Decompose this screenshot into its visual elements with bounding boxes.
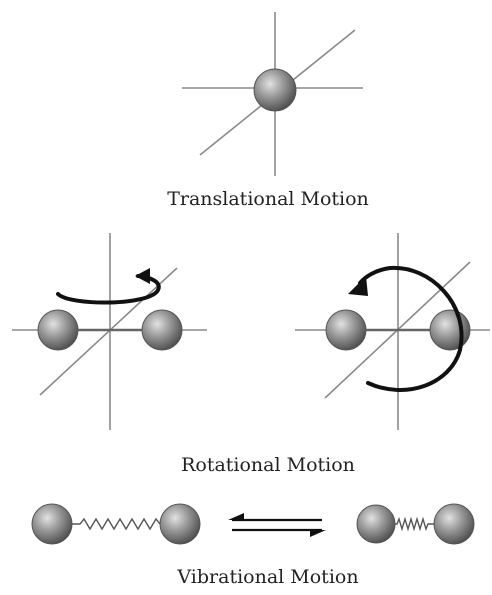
- translational-caption: Translational Motion: [167, 188, 369, 210]
- rotation-arrow-icon: [56, 274, 161, 305]
- rotational-caption: Rotational Motion: [181, 454, 355, 476]
- atom-sphere-left: [31, 503, 73, 545]
- spring-compressed: [392, 516, 434, 532]
- rotation-arrow-icon: [358, 265, 464, 392]
- arrowhead-icon: [135, 268, 150, 284]
- rotational-panel-left: [12, 233, 207, 430]
- equilibrium-arrows-icon: [228, 513, 326, 537]
- translational-panel: [182, 12, 363, 176]
- atom-sphere-right: [159, 503, 201, 545]
- atom-sphere-left: [356, 504, 396, 544]
- atom-sphere-left: [325, 309, 367, 351]
- atom-sphere: [253, 68, 297, 112]
- rotational-panel-right: [295, 233, 490, 430]
- vibrational-panel: [31, 503, 475, 545]
- atom-sphere-left: [37, 309, 79, 351]
- arrowhead-icon: [348, 276, 368, 296]
- atom-sphere-right: [141, 309, 183, 351]
- atom-sphere-right: [429, 309, 471, 351]
- spring-stretched: [72, 517, 166, 531]
- atom-sphere-right: [433, 503, 475, 545]
- vibrational-caption: Vibrational Motion: [177, 566, 359, 588]
- axis-diagonal: [39, 267, 178, 396]
